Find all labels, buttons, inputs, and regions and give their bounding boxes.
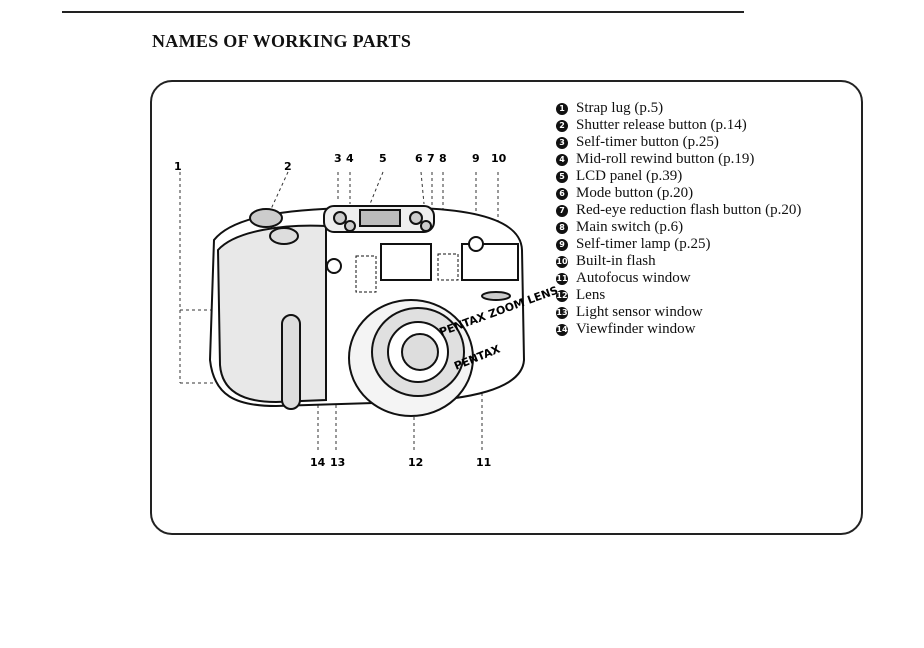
parts-list: 1 Strap lug (p.5) 2 Shutter release button… <box>556 100 801 338</box>
callout-14: 14 <box>310 456 326 469</box>
part-label: Lens <box>576 287 606 303</box>
part-label: Mode button (p.20) <box>576 185 694 201</box>
list-item: 9 Self-timer lamp (p.25) <box>556 236 801 253</box>
part-label: Self-timer lamp (p.25) <box>576 236 711 252</box>
number-badge: 14 <box>556 323 568 336</box>
list-item: 10 Built-in flash <box>556 253 801 270</box>
diagram-panel <box>150 80 863 535</box>
camera-illustration: PENTAX ZOOM LENS PENTAX 1 2 3 4 5 6 7 8 … <box>174 152 560 469</box>
part-label: Viewfinder window <box>576 321 696 337</box>
page-title: NAMES OF WORKING PARTS <box>152 31 412 51</box>
part-label: Light sensor window <box>576 304 703 320</box>
callout-1: 1 <box>174 160 182 173</box>
part-label: Built-in flash <box>576 253 656 269</box>
list-item: 8 Main switch (p.6) <box>556 219 801 236</box>
part-label: Shutter release button (p.14) <box>576 117 747 133</box>
top-rule <box>62 11 744 13</box>
part-label: Main switch (p.6) <box>576 219 684 235</box>
number-badge: 2 <box>556 119 568 132</box>
callout-7: 7 <box>427 152 435 165</box>
list-item: 11 Autofocus window <box>556 270 801 287</box>
part-label: Autofocus window <box>576 270 691 286</box>
camera-diagram: PENTAX ZOOM LENS PENTAX 1 2 3 4 5 6 7 8 … <box>166 140 560 480</box>
list-item: 1 Strap lug (p.5) <box>556 100 801 117</box>
part-label: Red-eye reduction flash button (p.20) <box>576 202 802 218</box>
number-badge: 13 <box>556 306 568 319</box>
list-item: 12 Lens <box>556 287 801 304</box>
number-badge: 12 <box>556 289 568 302</box>
list-item: 6 Mode button (p.20) <box>556 185 801 202</box>
number-badge: 1 <box>556 102 568 115</box>
callouts-bottom: 14 13 12 11 <box>310 456 491 469</box>
callout-3: 3 <box>334 152 342 165</box>
callout-9: 9 <box>472 152 480 165</box>
callout-12: 12 <box>408 456 423 469</box>
number-badge: 9 <box>556 238 568 251</box>
number-badge: 8 <box>556 221 568 234</box>
number-badge: 11 <box>556 272 568 285</box>
callout-8: 8 <box>439 152 447 165</box>
number-badge: 6 <box>556 187 568 200</box>
part-label: Mid-roll rewind button (p.19) <box>576 151 755 167</box>
part-label: Self-timer button (p.25) <box>576 134 719 150</box>
list-item: 4 Mid-roll rewind button (p.19) <box>556 151 801 168</box>
number-badge: 5 <box>556 170 568 183</box>
number-badge: 10 <box>556 255 568 268</box>
callouts-top: 1 2 3 4 5 6 7 8 9 10 <box>174 152 507 173</box>
callout-10: 10 <box>491 152 507 165</box>
list-item: 7 Red-eye reduction flash button (p.20) <box>556 202 801 219</box>
callout-6: 6 <box>415 152 423 165</box>
list-item: 2 Shutter release button (p.14) <box>556 117 801 134</box>
number-badge: 3 <box>556 136 568 149</box>
callout-4: 4 <box>346 152 354 165</box>
list-item: 5 LCD panel (p.39) <box>556 168 801 185</box>
number-badge: 7 <box>556 204 568 217</box>
callout-2: 2 <box>284 160 292 173</box>
part-label: LCD panel (p.39) <box>576 168 683 184</box>
part-label: Strap lug (p.5) <box>576 100 664 116</box>
callout-13: 13 <box>330 456 345 469</box>
camera-body <box>208 205 526 417</box>
callout-11: 11 <box>476 456 491 469</box>
list-item: 14 Viewfinder window <box>556 321 801 338</box>
callout-5: 5 <box>379 152 387 165</box>
list-item: 13 Light sensor window <box>556 304 801 321</box>
number-badge: 4 <box>556 153 568 166</box>
list-item: 3 Self-timer button (p.25) <box>556 134 801 151</box>
